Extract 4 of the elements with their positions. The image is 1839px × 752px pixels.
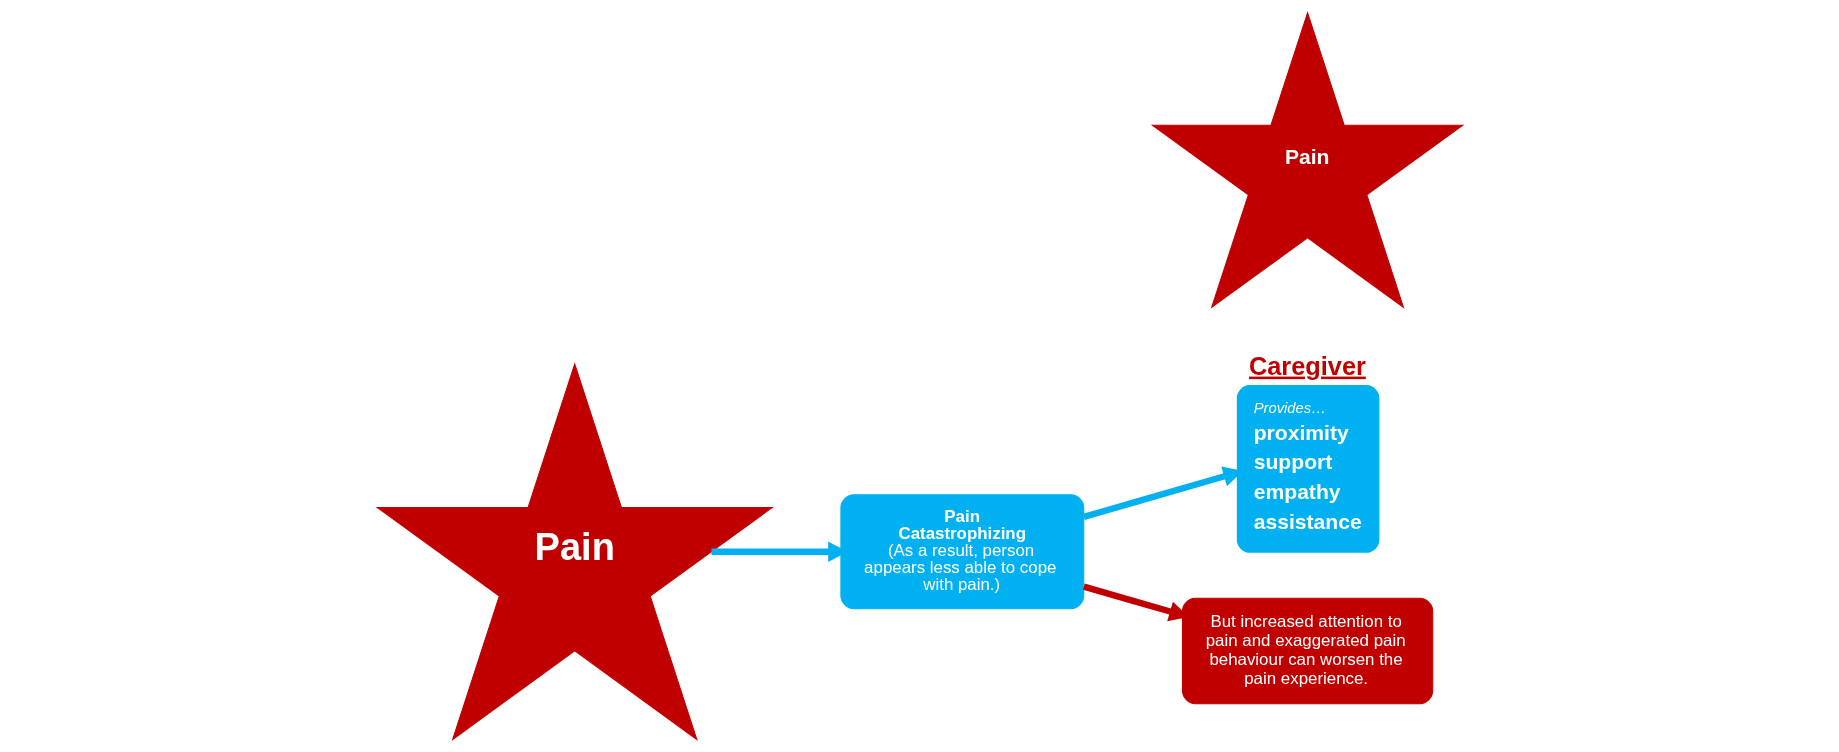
node-box: Provides… proximity support empathy assistance <box>1236 384 1379 553</box>
node-box: But increased attention to pain and exaggerated pain behaviour can worsen the pain experience. <box>1181 597 1433 705</box>
node-box: Pain Catastrophizing (As a result, person appears less able to cope with pain.) <box>839 494 1084 610</box>
node-label: Caregiver <box>1248 351 1366 380</box>
